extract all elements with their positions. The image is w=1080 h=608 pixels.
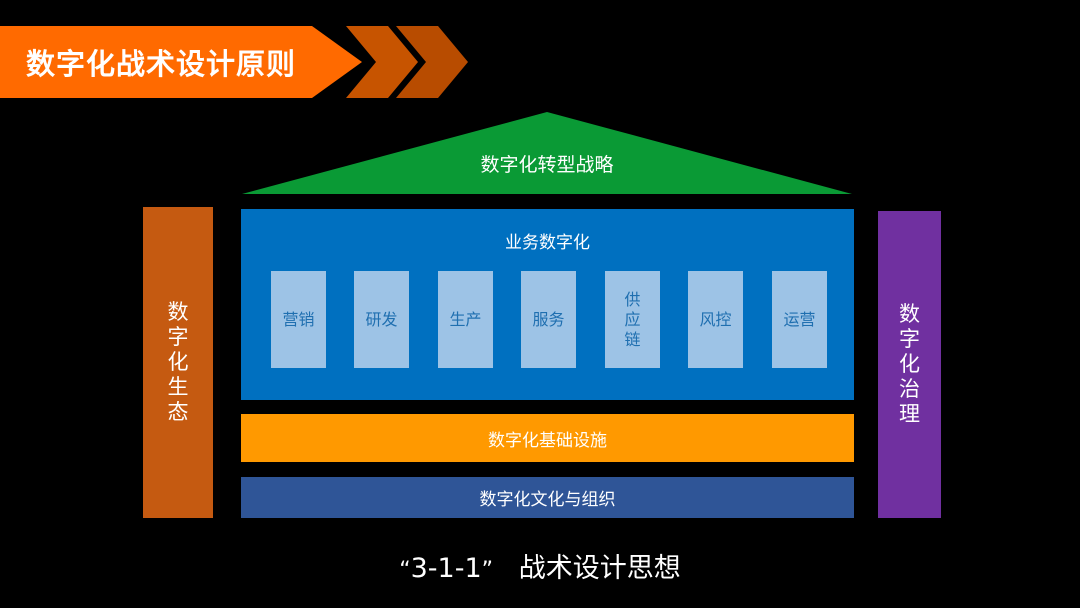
caption-close-quote: ”: [481, 558, 494, 583]
caption-code: 3-1-1: [410, 553, 482, 584]
pillar-production: 生产: [438, 271, 493, 368]
roof-triangle: [242, 112, 852, 194]
roof-label: 数字化转型战略: [480, 154, 614, 176]
caption-text: 战术设计思想: [518, 553, 681, 584]
left-column-ecosystem: 数字化生态: [143, 207, 213, 518]
right-column-label: 数字化治理: [899, 302, 920, 426]
page-title: 数字化战术设计原则: [26, 47, 297, 81]
pillar-risk-control: 风控: [688, 271, 743, 368]
pillar-operations: 运营: [772, 271, 827, 368]
pillar-service: 服务: [521, 271, 576, 368]
caption: “3-1-1” 战术设计思想: [0, 546, 1080, 585]
infrastructure-bar: 数字化基础设施: [241, 414, 854, 462]
title-banner: 数字化战术设计原则: [0, 26, 362, 98]
business-title: 业务数字化: [505, 233, 590, 253]
business-digitalization-block: 业务数字化 营销 研发 生产 服务 供应链 风控 运营: [241, 209, 854, 400]
pillar-supply-chain: 供应链: [605, 271, 660, 368]
infrastructure-label: 数字化基础设施: [488, 430, 607, 451]
pillar-rnd: 研发: [354, 271, 409, 368]
pillar-marketing: 营销: [271, 271, 326, 368]
culture-bar: 数字化文化与组织: [241, 477, 854, 518]
right-column-governance: 数字化治理: [878, 211, 941, 518]
left-column-label: 数字化生态: [167, 300, 189, 424]
culture-label: 数字化文化与组织: [479, 490, 616, 510]
caption-open-quote: “: [399, 558, 411, 583]
pillar-supply-chain-text: 供应链: [624, 289, 641, 349]
